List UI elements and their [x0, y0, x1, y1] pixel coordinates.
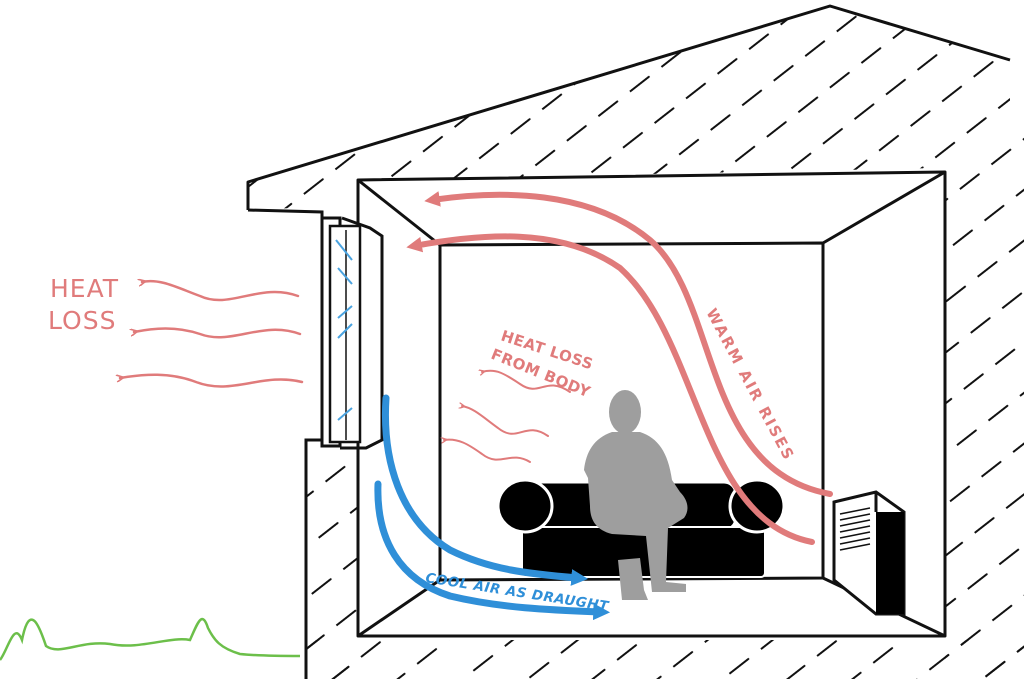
cool-air-arrows	[374, 394, 611, 621]
body-heat-loss-arrows	[444, 371, 571, 463]
seated-person	[584, 390, 688, 600]
heater	[832, 490, 906, 616]
roof	[246, 4, 1011, 227]
outside-heat-loss-arrows	[120, 281, 304, 388]
heat-loss-label-1: HEAT	[50, 274, 119, 303]
right-wall	[945, 110, 1024, 679]
window	[320, 216, 384, 450]
heat-loss-label-2: LOSS	[48, 306, 116, 335]
warm-air-arrows	[406, 191, 833, 545]
floor-slab	[306, 640, 1024, 679]
grass	[0, 617, 301, 661]
